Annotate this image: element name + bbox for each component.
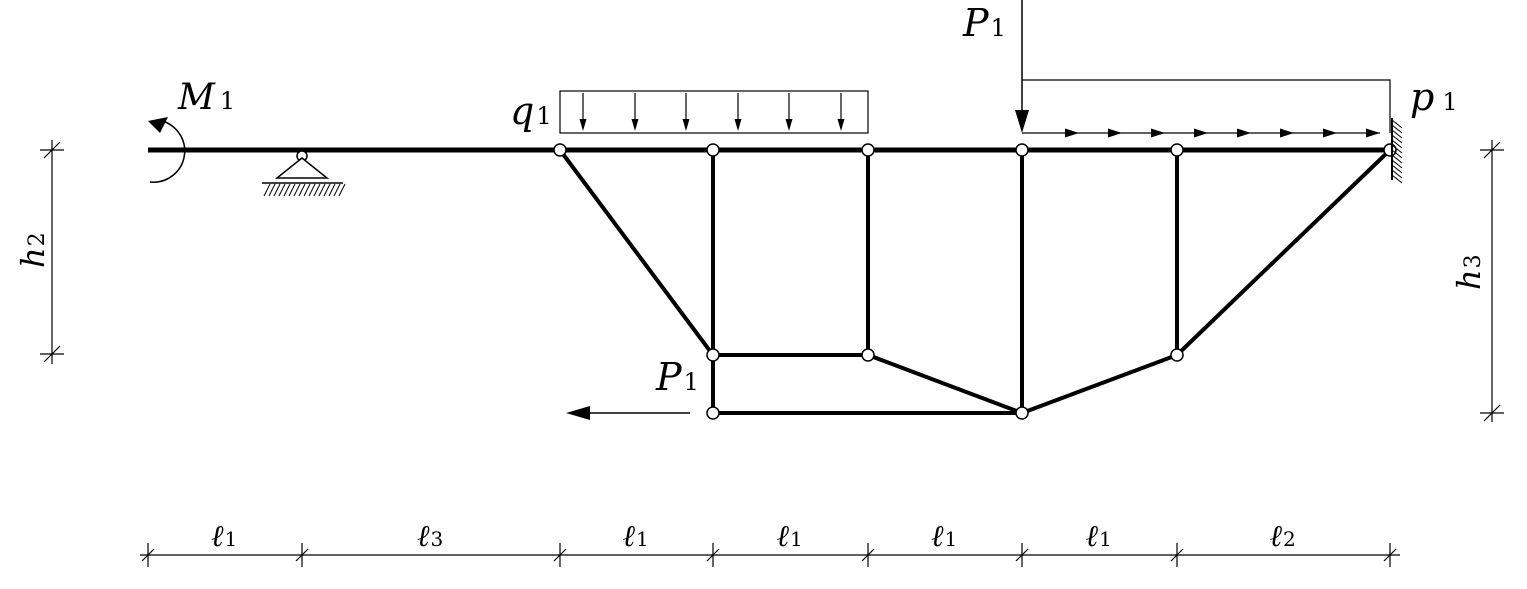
joint-hinge bbox=[1383, 143, 1397, 157]
point-load-top-label: P1 bbox=[962, 1, 1006, 45]
dimension-h3 bbox=[1480, 140, 1504, 422]
truss-members bbox=[558, 148, 1392, 415]
distributed-load-q-label: q1 bbox=[510, 89, 552, 133]
member-diagonal-right bbox=[1175, 148, 1392, 357]
dimension-h3-label: h3 bbox=[1450, 254, 1488, 290]
dimension-h2-label: h2 bbox=[14, 232, 52, 268]
joint-hinge bbox=[861, 348, 875, 362]
joint-hinge bbox=[1015, 406, 1029, 420]
fixed-support bbox=[1391, 118, 1403, 184]
distributed-load-q: q1 bbox=[510, 89, 869, 134]
span-label: ℓ3 bbox=[417, 519, 443, 554]
span-label: ℓ1 bbox=[211, 519, 237, 554]
member-diagonal-middle bbox=[867, 353, 1023, 415]
span-label: ℓ1 bbox=[777, 519, 803, 554]
point-load-top: P1 bbox=[962, 0, 1029, 133]
joint-hinge bbox=[553, 143, 567, 157]
joint-hinge bbox=[706, 143, 720, 157]
point-load-bottom: P1 bbox=[566, 355, 699, 420]
joint-hinge bbox=[1015, 143, 1029, 157]
span-label: ℓ1 bbox=[1086, 519, 1112, 554]
span-dimensions: ℓ1 ℓ3 ℓ1 ℓ1 ℓ1 ℓ1 ℓ2 bbox=[140, 519, 1400, 567]
joints bbox=[553, 143, 1397, 420]
member-diagonal-left bbox=[558, 148, 715, 357]
span-label: ℓ1 bbox=[931, 519, 957, 554]
member-diagonal-lower-right bbox=[1021, 353, 1178, 415]
point-load-bottom-label: P1 bbox=[655, 355, 699, 399]
joint-hinge bbox=[861, 143, 875, 157]
joint-hinge bbox=[706, 406, 720, 420]
dimension-h2 bbox=[40, 140, 64, 364]
joint-hinge bbox=[1170, 348, 1184, 362]
pin-support bbox=[262, 150, 346, 197]
joint-hinge bbox=[706, 348, 720, 362]
span-label: ℓ2 bbox=[1270, 519, 1296, 554]
span-label: ℓ1 bbox=[623, 519, 649, 554]
joint-hinge bbox=[1170, 143, 1184, 157]
